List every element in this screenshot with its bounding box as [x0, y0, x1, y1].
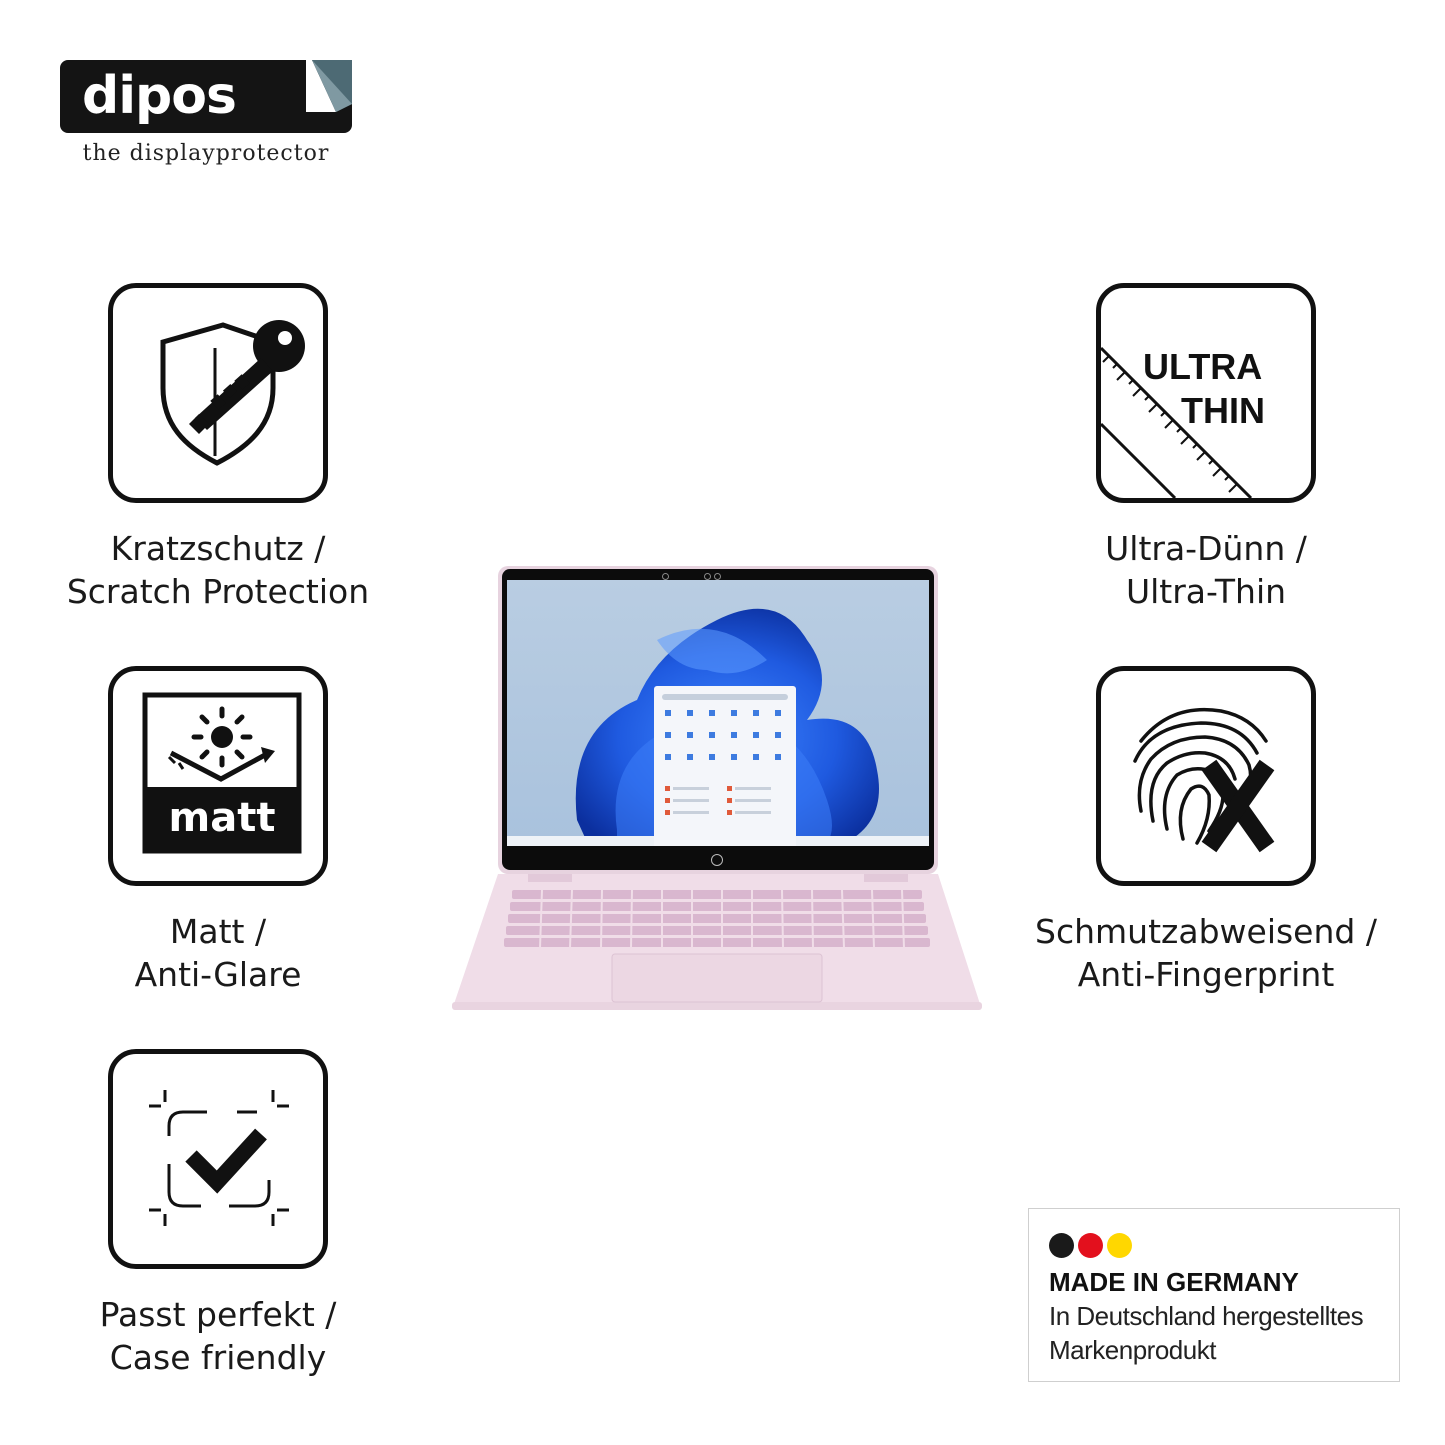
feature-caption: Passt perfekt / Case friendly	[48, 1293, 388, 1379]
made-in-germany-line-2: Markenprodukt	[1049, 1335, 1216, 1365]
feature-matt: matt Matt / Anti-Glare	[48, 666, 388, 996]
ultra-label: ULTRA	[1143, 346, 1263, 387]
caption-line-1: Ultra-Dünn /	[1105, 529, 1307, 568]
gold-dot-icon	[1107, 1233, 1132, 1258]
logo-tagline: the displayprotector	[82, 141, 330, 166]
made-in-germany-badge: MADE IN GERMANY In Deutschland hergestel…	[1028, 1208, 1400, 1382]
made-in-germany-title: MADE IN GERMANY	[1049, 1267, 1299, 1297]
feature-caption: Schmutzabweisend / Anti-Fingerprint	[1006, 910, 1406, 996]
feature-tile: matt	[108, 666, 328, 886]
caption-line-1: Passt perfekt /	[99, 1295, 337, 1334]
black-dot-icon	[1049, 1233, 1074, 1258]
frame-check-icon	[149, 1090, 289, 1226]
dipos-logo: dipos the displayprotector	[60, 60, 355, 166]
caption-line-1: Schmutzabweisend /	[1035, 912, 1377, 951]
hp-logo-icon	[711, 854, 723, 866]
feature-tile	[108, 283, 328, 503]
feature-caption: Kratzschutz / Scratch Protection	[48, 527, 388, 613]
feature-case-friendly: Passt perfekt / Case friendly	[48, 1049, 388, 1379]
folded-corner-icon	[292, 60, 352, 112]
laptop-product-image	[452, 566, 982, 1012]
laptop-screen	[507, 580, 929, 846]
caption-line-2: Anti-Fingerprint	[1077, 955, 1335, 994]
caption-line-1: Matt /	[169, 912, 267, 951]
caption-line-2: Anti-Glare	[134, 955, 302, 994]
logo-wordmark: dipos	[82, 66, 237, 126]
feature-tile	[108, 1049, 328, 1269]
caption-line-1: Kratzschutz /	[110, 529, 326, 568]
sensor-icon	[714, 573, 721, 580]
thin-label: THIN	[1181, 390, 1265, 431]
feature-tile: ULTRA THIN	[1096, 283, 1316, 503]
made-in-germany-line-1: In Deutschland hergestelltes	[1049, 1301, 1364, 1331]
wallpaper-bloom	[507, 608, 929, 846]
fingerprint-x-icon	[1133, 707, 1275, 853]
red-dot-icon	[1078, 1233, 1103, 1258]
feature-scratch-protection: Kratzschutz / Scratch Protection	[48, 283, 388, 613]
matt-label: matt	[168, 795, 276, 841]
caption-line-2: Ultra-Thin	[1125, 572, 1287, 611]
feature-caption: Ultra-Dünn / Ultra-Thin	[1036, 527, 1376, 613]
feature-caption: Matt / Anti-Glare	[48, 910, 388, 996]
german-flag-dots	[1049, 1233, 1136, 1262]
feature-anti-fingerprint: Schmutzabweisend / Anti-Fingerprint	[1035, 666, 1377, 996]
sun-matt-icon	[142, 692, 302, 854]
laptop-bezel	[502, 569, 934, 870]
ruler-icon	[1101, 346, 1253, 498]
feature-ultra-thin: ULTRA THIN Ultra-Dünn / Ultra-Thin	[1036, 283, 1376, 613]
laptop-base	[452, 874, 982, 1010]
webcam-icon	[662, 573, 669, 580]
sensor-icon	[704, 573, 711, 580]
laptop-lid	[498, 566, 938, 874]
shield-key-icon	[160, 320, 305, 466]
caption-line-2: Case friendly	[109, 1338, 327, 1377]
feature-tile	[1096, 666, 1316, 886]
logo-badge: dipos	[60, 60, 352, 133]
caption-line-2: Scratch Protection	[66, 572, 370, 611]
